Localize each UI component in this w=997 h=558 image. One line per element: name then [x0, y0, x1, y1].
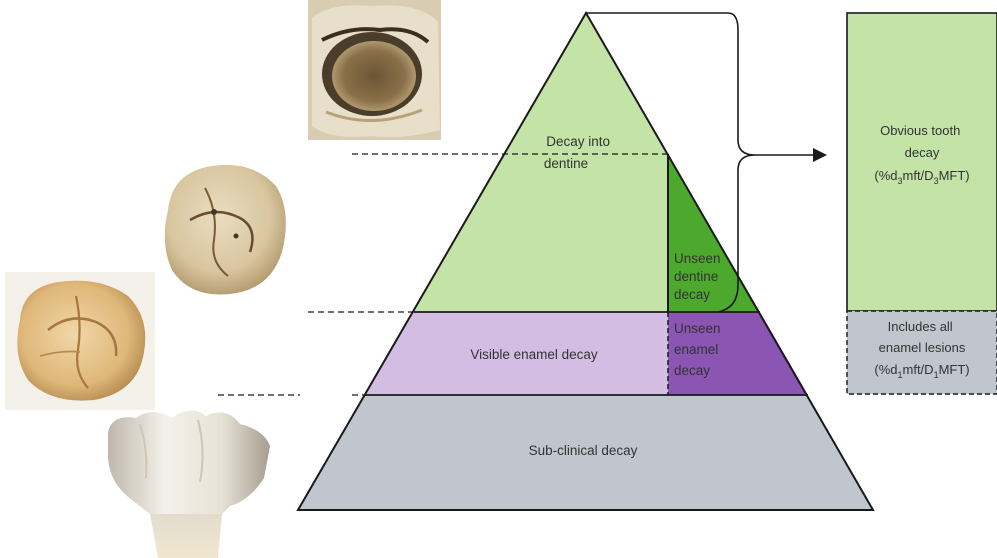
band-decay-into-dentine: [414, 13, 668, 312]
label-decay-into-dentine-1: Decay into: [546, 134, 610, 149]
label-unseen-enamel-3: decay: [674, 363, 710, 378]
photo-sound-molar-side: [108, 410, 270, 558]
label-unseen-dentine-1: Unseen: [674, 251, 721, 266]
panel-obvious-line-2: decay: [905, 145, 940, 160]
panel-enamel-line-2: enamel lesions: [879, 340, 966, 355]
panel-enamel-line-1: Includes all: [888, 319, 953, 334]
label-decay-into-dentine-2: dentine: [544, 156, 588, 171]
photo-stained-molar: [165, 165, 286, 295]
panel-obvious-line-1: Obvious tooth: [880, 123, 960, 138]
label-visible-enamel-decay: Visible enamel decay: [470, 347, 598, 362]
label-unseen-dentine-3: decay: [674, 287, 710, 302]
label-unseen-dentine-2: dentine: [674, 269, 718, 284]
arrow-head: [813, 148, 827, 162]
label-unseen-enamel-1: Unseen: [674, 321, 721, 336]
panel-obvious-decay: [847, 13, 997, 311]
photo-cavitated-tooth: [308, 0, 441, 140]
label-sub-clinical-decay: Sub-clinical decay: [529, 443, 638, 458]
label-unseen-enamel-2: enamel: [674, 342, 718, 357]
photo-sound-molar-occlusal: [5, 272, 155, 410]
